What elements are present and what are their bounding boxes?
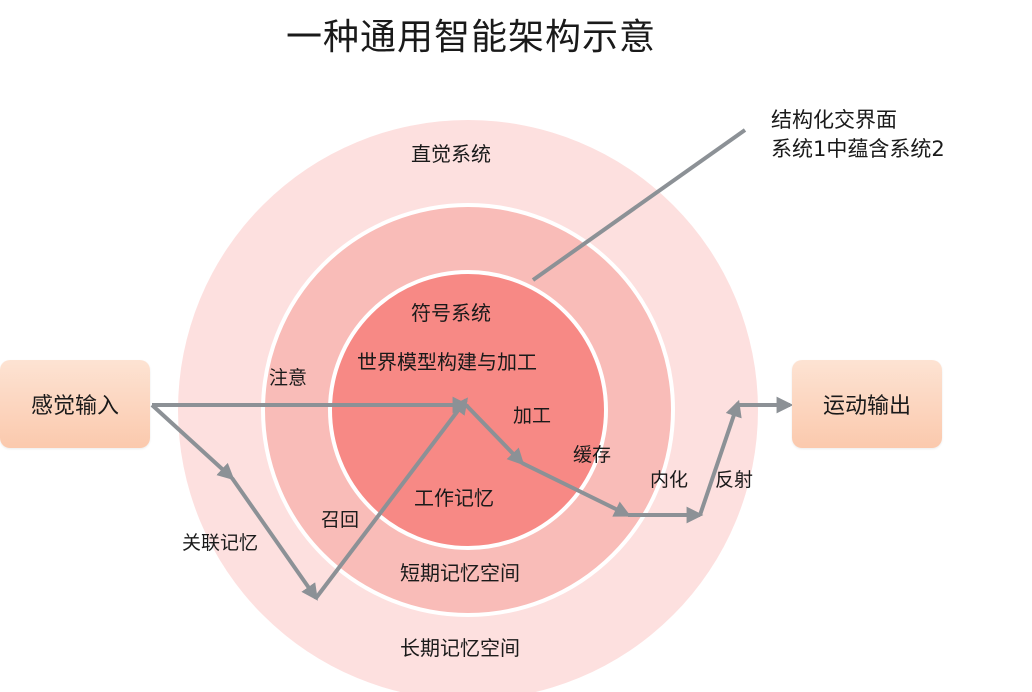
flow-label-recall: 召回	[321, 509, 360, 531]
cache-arrow	[521, 461, 632, 517]
associative-memory-arrow-2	[230, 476, 318, 601]
flow-label-reflex: 反射	[715, 469, 754, 491]
motor-output-box: 运动输出	[792, 360, 942, 448]
callout-line-2: 系统1中蕴含系统2	[771, 137, 945, 161]
motor-output-label: 运动输出	[822, 394, 911, 419]
processing-arrow	[464, 403, 525, 466]
reflex-arrow	[698, 399, 742, 516]
inner-label-working-memory: 工作记忆	[414, 486, 494, 510]
flow-label-processing: 加工	[513, 405, 552, 427]
flow-label-cache: 缓存	[573, 444, 612, 466]
associative-memory-arrow	[150, 403, 235, 481]
callout-line-1: 结构化交界面	[771, 108, 897, 132]
middle-ring-label-short-term: 短期记忆空间	[400, 561, 520, 585]
flow-label-associative-memory: 关联记忆	[182, 532, 259, 554]
flow-label-internalize: 内化	[650, 469, 689, 491]
recall-arrow	[314, 397, 469, 600]
inner-label-symbolic: 符号系统	[411, 301, 491, 325]
sensory-input-label: 感觉输入	[30, 394, 119, 419]
callout-leader-line	[531, 128, 747, 282]
sensory-input-box: 感觉输入	[0, 360, 150, 448]
flow-label-attention: 注意	[269, 367, 308, 389]
inner-label-world-model: 世界模型构建与加工	[357, 350, 537, 374]
outer-ring-label-intuition: 直觉系统	[411, 142, 491, 166]
outer-ring-label-long-term: 长期记忆空间	[400, 636, 520, 660]
diagram-title: 一种通用智能架构示意	[286, 17, 657, 58]
